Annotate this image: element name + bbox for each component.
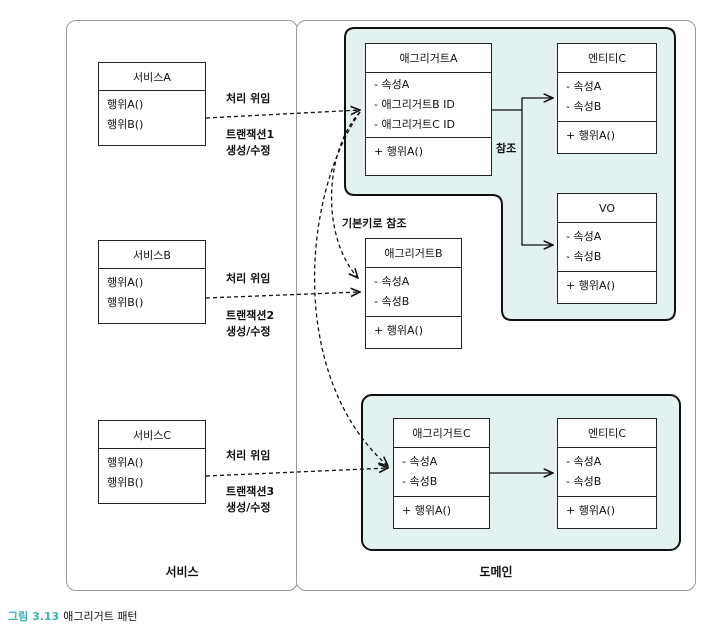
service-c-name: 서비스C: [99, 421, 205, 449]
aggregate-b-attr-1: - 속성A: [374, 275, 410, 288]
service-a-tx-line2: 생성/수정: [226, 144, 271, 157]
aggregate-a-attr-3: - 애그리거트C ID: [374, 118, 455, 131]
service-b-tx-line2: 생성/수정: [226, 325, 271, 338]
service-a-box: 서비스A 행위A() 행위B(): [98, 62, 206, 146]
aggregate-a-vo-attr-2: - 속성B: [566, 250, 602, 263]
arrow-service-b-to-aggregate-b: [205, 292, 360, 299]
arrow-aggregate-a-to-entity: [492, 98, 553, 111]
aggregate-a-attr-2: - 애그리거트B ID: [374, 98, 455, 111]
domain-panel-title: 도메인: [479, 565, 513, 579]
service-b-delegate-label: 처리 위임: [226, 272, 271, 285]
service-panel-title: 서비스: [165, 565, 199, 579]
aggregate-a-vo-attr-1: - 속성A: [566, 230, 602, 243]
service-c-tx-line2: 생성/수정: [226, 501, 271, 514]
figure-number: 그림 3.13: [8, 610, 60, 623]
service-c-tx-line1: 트랜잭션3: [226, 485, 275, 498]
arrow-service-c-to-aggregate-c: [205, 468, 388, 477]
service-a-method-1: 행위A(): [107, 98, 144, 111]
aggregate-a-vo-name: VO: [558, 194, 656, 223]
aggregate-c-entity-attr-2: - 속성B: [566, 475, 602, 488]
aggregate-a-entity-box: 엔티티C - 속성A - 속성B + 행위A(): [557, 43, 657, 154]
aggregate-b-box: 애그리거트B - 속성A - 속성B + 행위A(): [365, 238, 462, 349]
aggregate-c-root-box: 애그리거트C - 속성A - 속성B + 행위A(): [393, 418, 490, 529]
pk-ref-label: 기본키로 참조: [342, 217, 407, 230]
aggregate-a-ref-label: 참조: [496, 142, 517, 155]
aggregate-a-root-box: 애그리거트A - 속성A - 애그리거트B ID - 애그리거트C ID + 행…: [365, 43, 492, 176]
aggregate-b-name: 애그리거트B: [366, 239, 461, 268]
service-b-name: 서비스B: [99, 241, 205, 269]
aggregate-c-entity-attr-1: - 속성A: [566, 455, 602, 468]
aggregate-a-vo-box: VO - 속성A - 속성B + 행위A(): [557, 193, 657, 304]
arrow-aggregate-a-to-c-pk: [313, 111, 388, 466]
service-c-box: 서비스C 행위A() 행위B(): [98, 420, 206, 504]
aggregate-b-op-1: + 행위A(): [374, 324, 424, 337]
aggregate-c-entity-name: 엔티티C: [558, 419, 656, 448]
aggregate-b-attr-2: - 속성B: [374, 295, 410, 308]
service-a-method-2: 행위B(): [107, 118, 144, 131]
arrow-service-a-to-aggregate-a: [205, 110, 360, 119]
service-c-method-2: 행위B(): [107, 476, 144, 489]
aggregate-c-attr-1: - 속성A: [402, 455, 438, 468]
service-b-method-1: 행위A(): [107, 276, 144, 289]
service-a-name: 서비스A: [99, 63, 205, 91]
aggregate-a-root-name: 애그리거트A: [366, 44, 491, 73]
aggregate-a-entity-op-1: + 행위A(): [566, 129, 616, 142]
service-c-method-1: 행위A(): [107, 456, 144, 469]
service-a-tx-line1: 트랜잭션1: [226, 128, 275, 141]
aggregate-c-entity-box: 엔티티C - 속성A - 속성B + 행위A(): [557, 418, 657, 529]
service-b-method-2: 행위B(): [107, 296, 144, 309]
aggregate-a-entity-name: 엔티티C: [558, 44, 656, 73]
aggregate-c-root-name: 애그리거트C: [394, 419, 489, 448]
service-a-delegate-label: 처리 위임: [226, 92, 271, 105]
aggregate-a-op-1: + 행위A(): [374, 145, 424, 158]
aggregate-c-op-1: + 행위A(): [402, 504, 452, 517]
aggregate-a-entity-attr-1: - 속성A: [566, 80, 602, 93]
aggregate-c-attr-2: - 속성B: [402, 475, 438, 488]
aggregate-a-attr-1: - 속성A: [374, 78, 410, 91]
arrow-aggregate-a-to-b-pk: [330, 111, 361, 278]
aggregate-a-vo-op-1: + 행위A(): [566, 279, 616, 292]
service-b-box: 서비스B 행위A() 행위B(): [98, 240, 206, 324]
aggregate-c-entity-op-1: + 행위A(): [566, 504, 616, 517]
figure-caption-text: 애그리거트 패턴: [63, 610, 138, 623]
service-c-delegate-label: 처리 위임: [226, 449, 271, 462]
service-b-tx-line1: 트랜잭션2: [226, 309, 275, 322]
arrow-aggregate-a-to-vo: [521, 110, 553, 245]
aggregate-a-entity-attr-2: - 속성B: [566, 100, 602, 113]
